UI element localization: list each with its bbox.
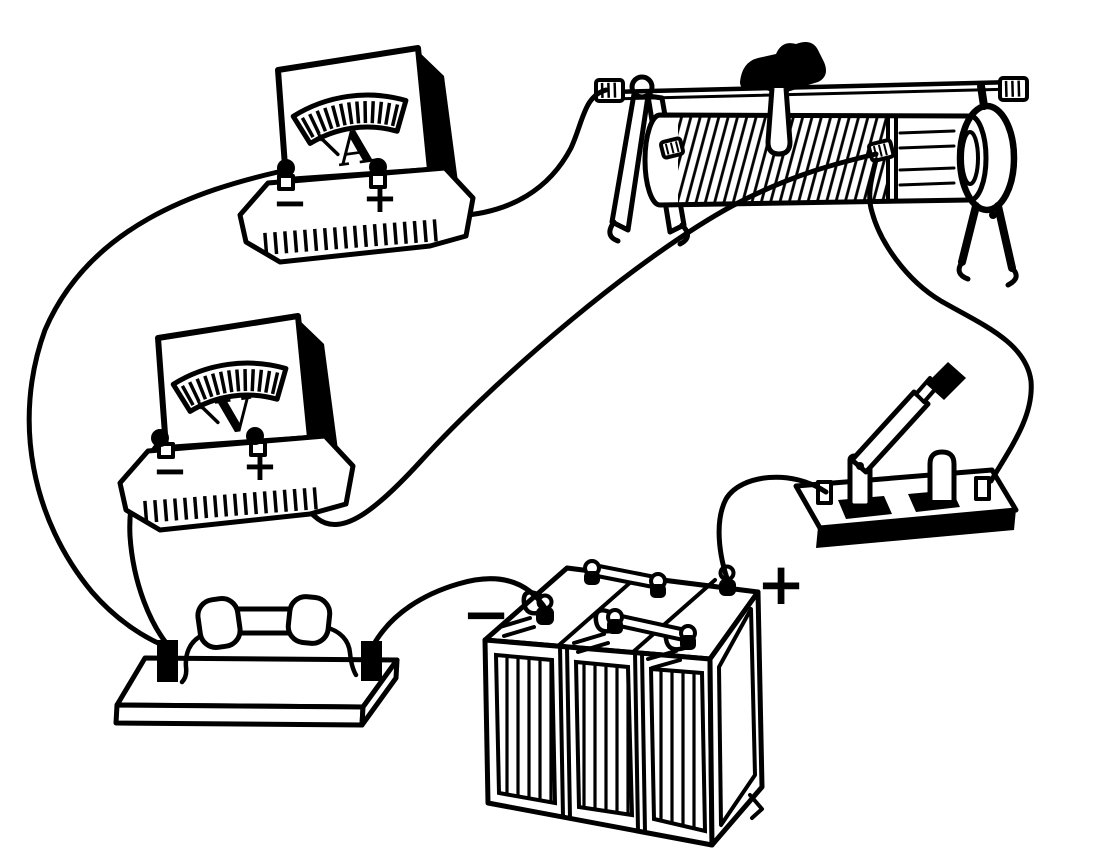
resistor-right-lead [322,624,359,678]
battery-cell3-ribs [648,666,708,834]
switch-base-edge [816,509,1016,548]
battery-plus-label: + [757,550,806,618]
resistor-base-front [113,702,366,728]
resistor-base-side [359,657,400,728]
rheostat-winding [678,117,888,203]
switch-right-terminal [974,476,991,501]
voltmeter-minus-terminal [151,429,169,447]
rheostat-rail [607,79,1018,95]
voltmeter-plus-terminal [246,427,264,445]
resistor-icon [113,594,400,728]
wire-battery-plus-to-switch [716,474,829,587]
battery-minus-post [536,607,554,625]
voltmeter-case-side [296,317,338,450]
resistor-left-cap [195,596,243,650]
battery-plus-post [719,579,736,596]
battery-cap-curl-2 [593,608,617,634]
battery-cell2-ribs [573,659,635,818]
rheostat-slider-stem [765,87,793,157]
wires [26,87,1034,653]
voltmeter-plus-label: + [242,441,277,490]
voltmeter-icon: V − + [117,313,356,533]
knife-switch-icon [793,362,1019,548]
voltmeter-scale-ticks [180,369,280,406]
resistor-left-lead [179,632,206,685]
rheostat-left-winding-terminal [658,136,686,160]
battery-minus-label: − [462,580,511,648]
ammeter-minus-terminal [277,159,295,177]
resistor-body [232,606,296,636]
ammeter-plus-label: + [362,173,397,222]
rheostat-right-leg-2 [994,202,1016,272]
ammeter-plus-terminal [369,158,387,176]
wire-resistor-to-battery-minus [371,576,550,647]
ammeter-case-side [416,49,458,182]
rheostat-slider-knob [740,42,826,93]
rheostat-right-knob [998,76,1029,102]
rheostat-right-leg-1 [958,202,980,266]
resistor-right-cap [285,594,333,646]
ammeter-needle [319,136,340,157]
switch-pivot-pin [856,462,864,470]
switch-contact-post [927,449,957,500]
ammeter-minus-label: − [272,178,307,227]
ammeter-scale-ticks [300,101,400,138]
rheostat-wiper-terminal [867,138,896,163]
wire-rheostat-to-switch [867,157,1034,484]
resistor-right-post [361,641,382,681]
voltmeter-minus-label: − [152,446,187,495]
ammeter-icon: A − + [237,45,476,265]
rheostat-left-knob [594,78,625,103]
battery-icon: − + [462,550,806,848]
battery-cell1-ribs [493,652,558,806]
switch-handle [926,362,966,400]
wire-ammeter-minus-to-resistor [26,169,281,651]
rheostat-icon [594,42,1029,288]
wire-voltmeter-plus-to-rheostat [253,151,879,527]
voltmeter-needle [199,404,220,425]
